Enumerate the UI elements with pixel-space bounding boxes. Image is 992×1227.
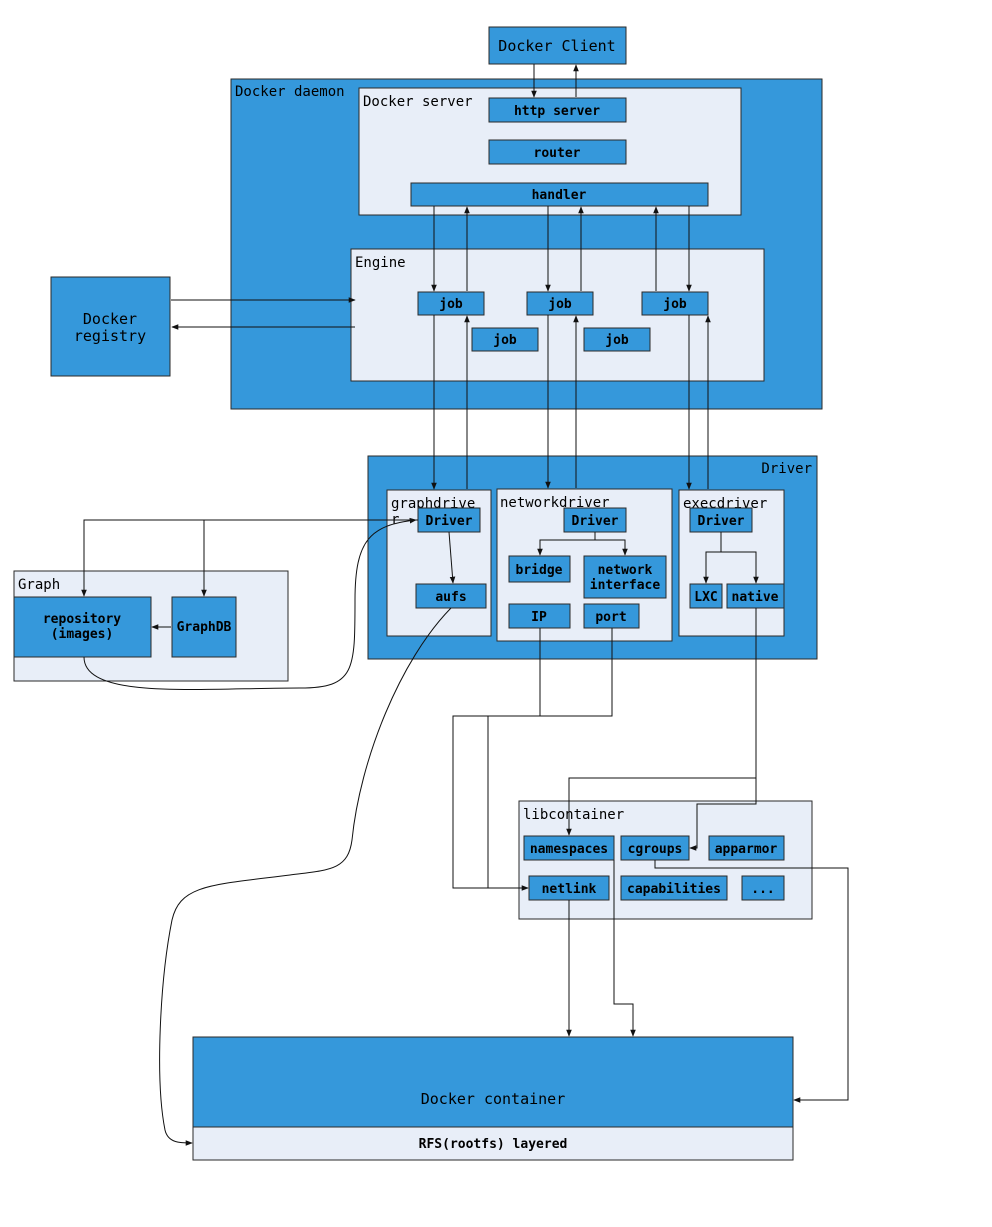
lxc-box [689,583,723,609]
bridge-box [508,555,571,583]
docker-server-title: Docker server [363,94,473,110]
port-box [583,603,640,629]
repository-label-line-1: repository [43,612,121,627]
router-box [488,139,627,165]
repository-box [13,596,152,658]
capabilities-label: capabilities [627,882,721,897]
docker-client-box: Docker Client [488,26,627,65]
lxc-label: LXC [694,590,717,605]
driver-title: Driver [761,461,812,477]
arrow-native-to-namespaces [566,608,757,836]
more-items-label: ... [751,882,774,897]
job-label-4: job [493,333,517,348]
native-label: native [732,590,779,605]
docker-daemon-title: Docker daemon [235,84,345,100]
docker-registry-box: Docker registry [50,276,171,377]
graphdriver-driver-box [417,507,481,533]
rootfs-box [192,1126,794,1161]
netlink-label: netlink [542,882,597,897]
router-label: router [534,146,581,161]
networkdriver-driver-box [563,507,627,533]
handler-label: handler [532,188,587,203]
graph-title: Graph [18,577,60,593]
job-box-3 [641,291,709,316]
apparmor-label: apparmor [715,842,778,857]
arrow-cgroups-to-container [654,860,849,1103]
docker-server-panel: Docker server http server router handler [358,87,742,216]
namespaces-box [523,835,615,861]
engine-panel: Engine job job job job job [350,248,765,382]
libcontainer-panel: libcontainer namespaces cgroups apparmor… [518,800,813,920]
handler-box [410,182,709,207]
networkdriver-title: networkdriver [500,495,610,511]
engine-title: Engine [355,255,406,271]
apparmor-box [708,835,785,861]
network-interface-box [583,555,667,599]
arrow-ip-to-netlink [452,628,541,891]
namespaces-label: namespaces [530,842,608,857]
rootfs-label: RFS(rootfs) layered [419,1137,568,1152]
networkdriver-panel: networkdriver Driver bridge network inte… [496,488,673,642]
arrow-execdriver-to-lxc [703,532,722,584]
execdriver-panel: execdriver Driver LXC native [678,489,785,637]
more-items-box [741,875,785,901]
libcontainer-title: libcontainer [523,807,624,823]
job-box-1 [417,291,485,316]
port-label: port [595,610,626,625]
line-port-to-netlink [487,628,613,888]
http-server-box [488,97,627,123]
cgroups-label: cgroups [628,842,683,857]
docker-container-label: Docker container [421,1090,566,1108]
job-label-3: job [663,297,687,312]
arrow-graphdriver-to-repository [81,519,418,597]
execdriver-driver-label: Driver [698,514,745,529]
registry-label-line-1: Docker [83,310,137,328]
native-box [726,583,785,609]
docker-client-label: Docker Client [498,37,615,55]
docker-container-box: Docker container RFS(rootfs) layered [192,1036,794,1161]
job-label-2: job [548,297,572,312]
aufs-label: aufs [435,590,466,605]
job-label-1: job [439,297,463,312]
arrow-namespaces-to-container [613,860,636,1037]
curve-repository-to-graphdriver [83,517,417,691]
arrow-driver-to-aufs [448,531,456,584]
registry-label-line-2: registry [74,327,146,345]
graphdriver-panel: graphdrive r Driver aufs [386,489,492,637]
http-server-label: http server [514,104,600,119]
graph-panel: Graph repository (images) GraphDB [13,570,289,682]
network-interface-label-line-2: interface [590,578,661,593]
graphdriver-driver-label: Driver [426,514,473,529]
arrow-netdriver-to-bridge [537,532,596,556]
ip-label: IP [531,610,547,625]
graphdb-box [171,596,237,658]
repository-label-line-2: (images) [51,627,114,642]
connectors [81,64,849,1146]
networkdriver-driver-label: Driver [572,514,619,529]
arrow-execdriver-to-native [721,551,759,584]
bridge-label: bridge [516,563,563,578]
graphdb-label: GraphDB [177,620,232,635]
curve-aufs-to-rootfs [159,607,452,1146]
job-label-5: job [605,333,629,348]
netlink-box [528,875,610,901]
network-interface-label-line-1: network [598,563,653,578]
arrow-native-to-cgroups [689,778,757,851]
job-box-2 [526,291,594,316]
job-box-5 [583,327,651,352]
capabilities-box [620,875,728,901]
aufs-box [415,583,487,609]
job-box-4 [471,327,539,352]
arrow-netdriver-to-interface [595,539,628,556]
ip-box [508,603,571,629]
